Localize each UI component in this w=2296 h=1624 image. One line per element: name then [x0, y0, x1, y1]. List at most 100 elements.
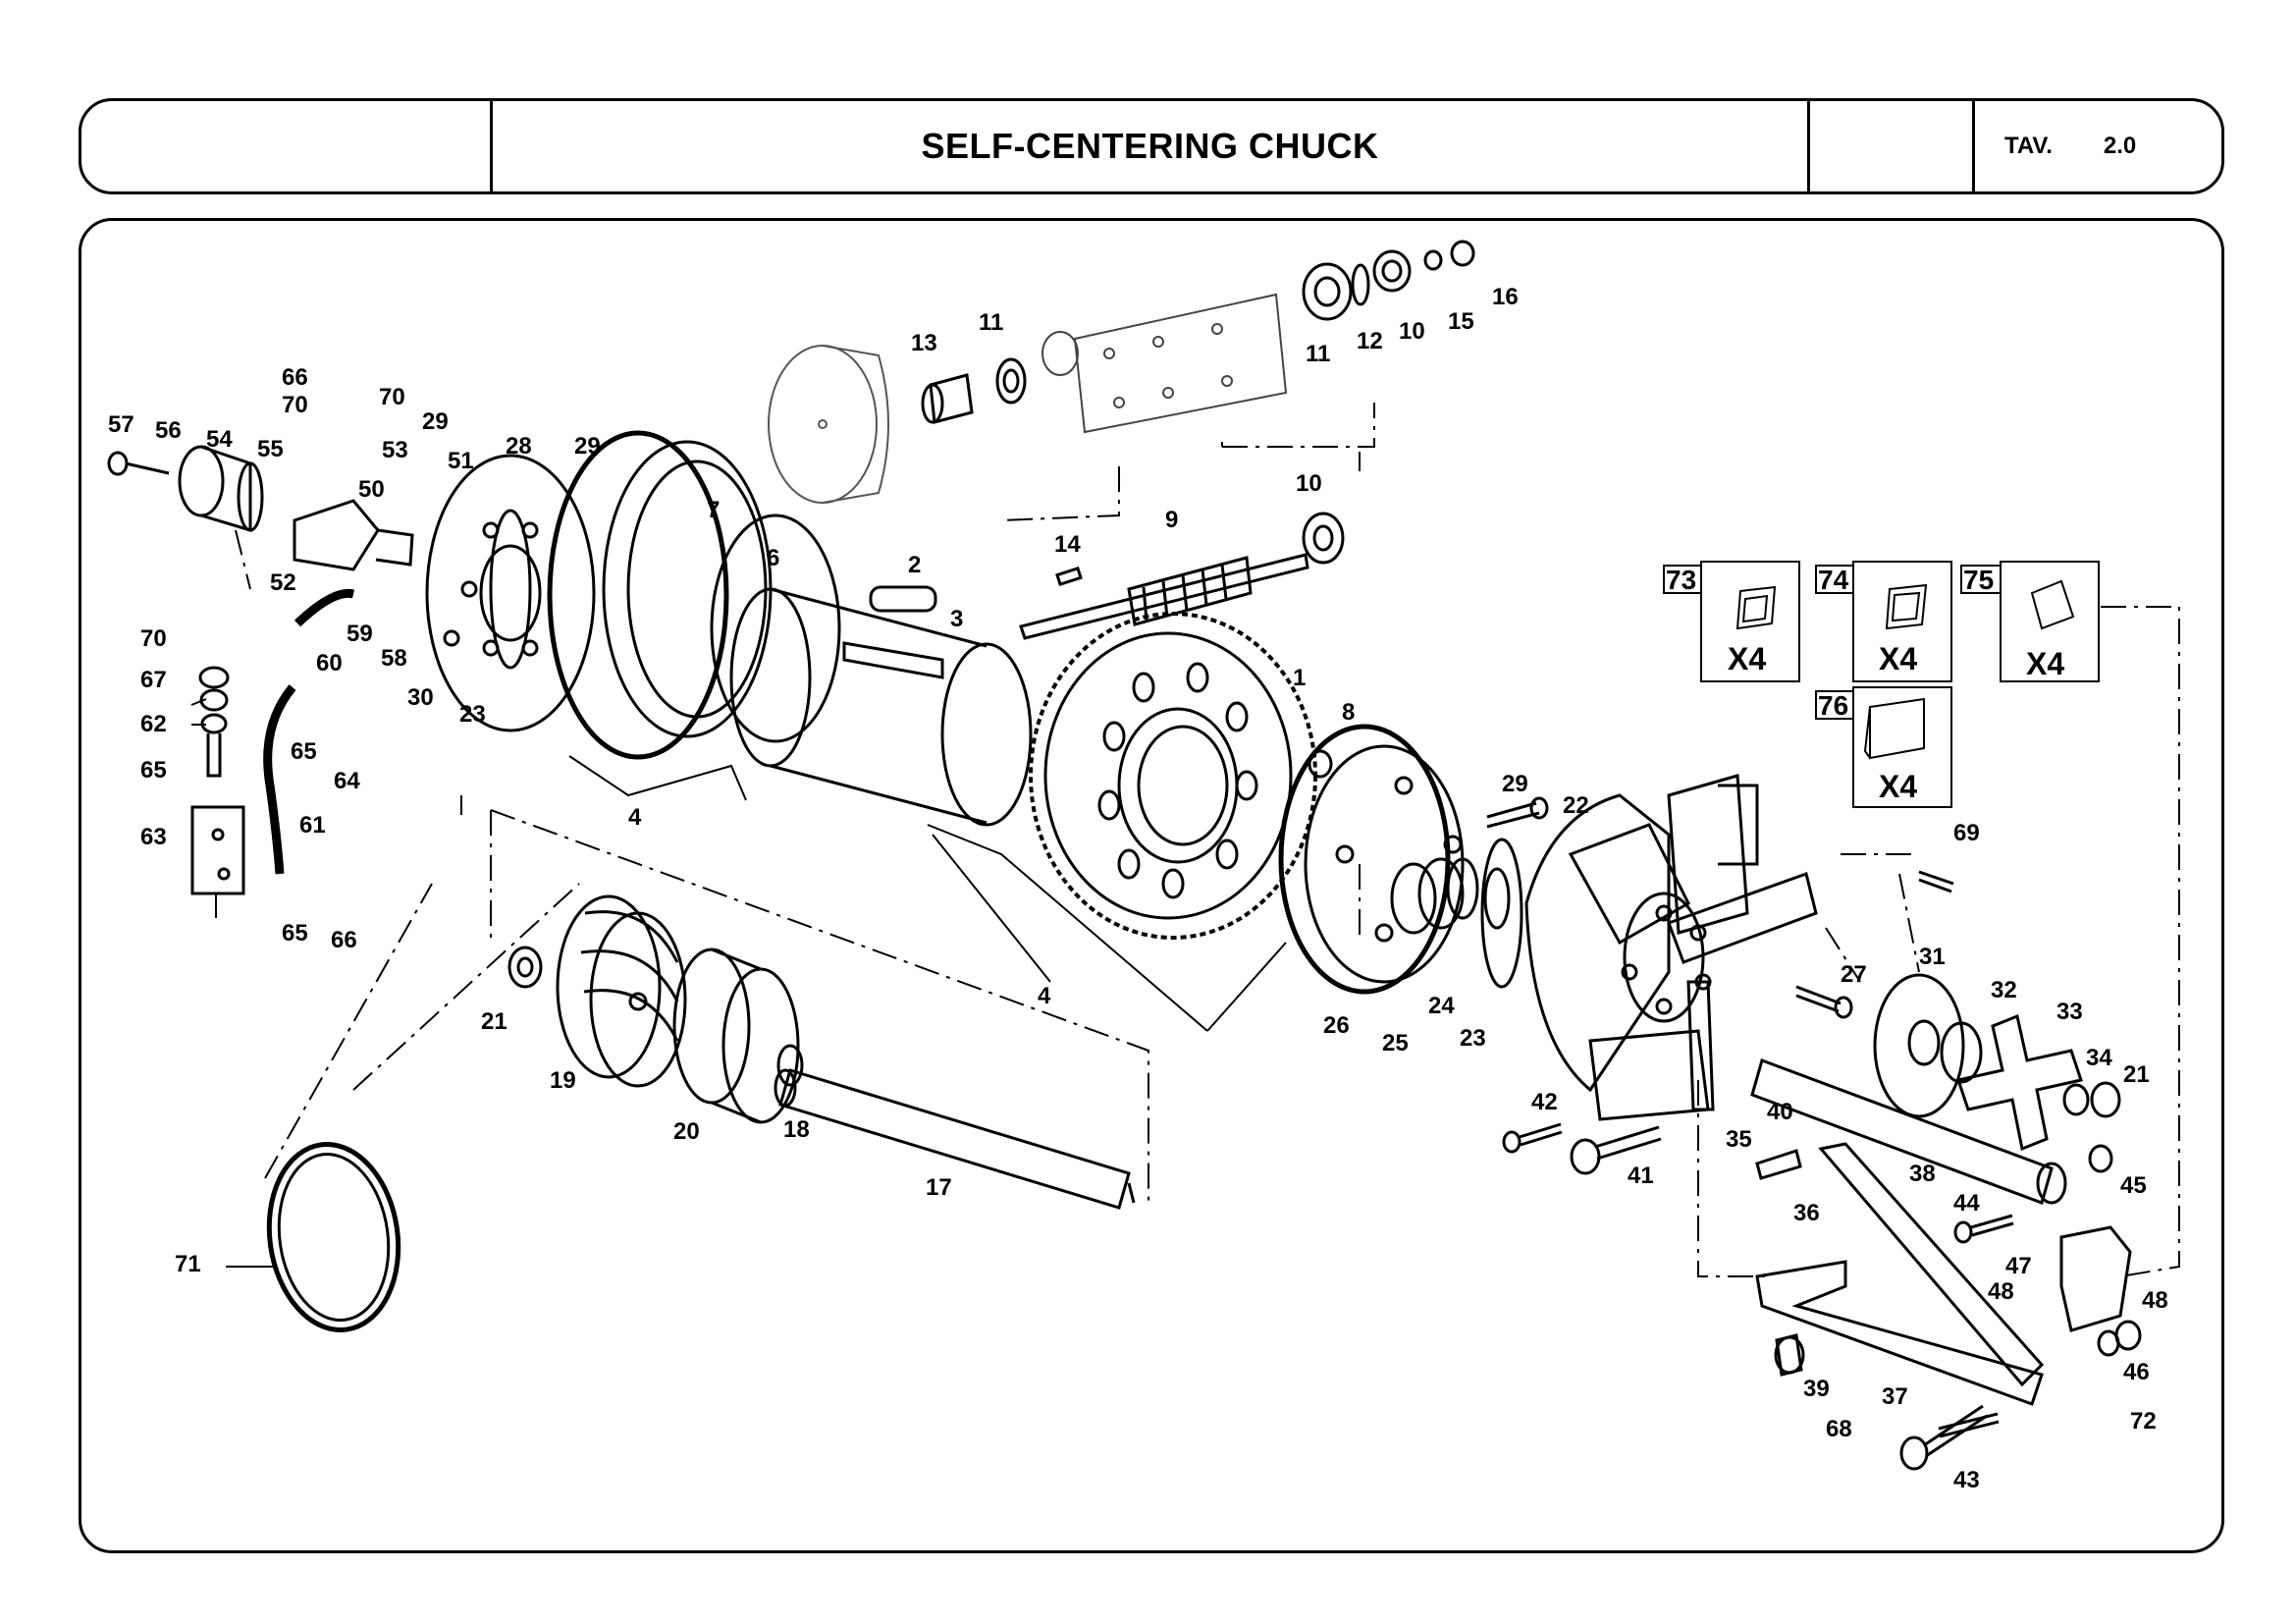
ring-6: [710, 514, 841, 743]
callout-4a: 4: [628, 804, 642, 831]
snap-ring-23-left: [489, 509, 532, 670]
motor-pulley: [768, 345, 889, 504]
spacer-13: [921, 373, 974, 424]
callout-66b: 66: [331, 927, 357, 953]
bearing-10-top: [1372, 249, 1412, 293]
callout-32: 32: [1991, 977, 2017, 1003]
callout-41: 41: [1628, 1163, 1654, 1189]
callout-70a: 70: [282, 392, 308, 418]
callout-4b: 4: [1038, 983, 1051, 1009]
callout-63: 63: [140, 824, 167, 850]
ring-12: [1351, 263, 1370, 306]
pulley-19: [556, 894, 687, 1088]
callout-55: 55: [257, 436, 284, 462]
block-63: [190, 805, 245, 895]
valve-50: [293, 499, 414, 571]
inset-75: [1960, 561, 2100, 682]
callout-66a: 66: [282, 364, 308, 391]
title-block: SELF-CENTERING CHUCK TAV. 2.0: [79, 98, 2224, 194]
arm-38: [1750, 1058, 2067, 1205]
bolt-42: [1502, 1122, 1563, 1154]
inset-74-number: 74: [1818, 565, 1849, 595]
callout-62: 62: [140, 711, 167, 737]
inset-76-quantity: X4: [1879, 769, 1917, 804]
callout-47: 47: [2005, 1253, 2032, 1279]
flange-30-plate: [425, 454, 596, 732]
motor-bracket: [1041, 293, 1288, 434]
pulley-20: [672, 947, 800, 1124]
nut-16: [1450, 240, 1475, 267]
callout-40: 40: [1767, 1099, 1793, 1125]
belt-71: [266, 1141, 401, 1333]
main-shaft-3: [729, 587, 1033, 827]
callout-57: 57: [108, 411, 134, 438]
nut-45: [2088, 1144, 2113, 1173]
callout-21b: 21: [2123, 1061, 2150, 1088]
callout-35: 35: [1726, 1126, 1752, 1153]
callout-14: 14: [1054, 531, 1081, 558]
callout-34: 34: [2086, 1045, 2112, 1071]
callout-24: 24: [1428, 993, 1455, 1019]
callout-17: 17: [926, 1174, 952, 1201]
callout-6: 6: [767, 545, 779, 571]
reference-lines: [215, 403, 2180, 1277]
callout-30: 30: [407, 684, 434, 711]
inset-73-number: 73: [1666, 565, 1696, 595]
cross-33: [1956, 1013, 2083, 1152]
callout-67: 67: [140, 667, 167, 693]
callout-11a: 11: [979, 309, 1003, 336]
ring-24: [1483, 867, 1511, 930]
callout-56: 56: [155, 417, 182, 444]
cover-28: [547, 430, 729, 760]
bolt-27: [1795, 985, 1853, 1019]
bearing-25: [1390, 857, 1479, 935]
disc-31: [1873, 973, 1965, 1118]
callout-11b: 11: [1306, 341, 1330, 367]
washer-34: [2062, 1083, 2090, 1116]
inset-76: [1815, 686, 1952, 808]
title-block-left-cell: [81, 101, 493, 191]
guard-22: [1524, 793, 1690, 1093]
inset-73: [1663, 561, 1800, 682]
callout-36: 36: [1793, 1200, 1820, 1226]
hose-60: [294, 588, 355, 627]
pin-68: [1938, 1412, 2000, 1438]
callout-38: 38: [1909, 1161, 1936, 1187]
callout-59: 59: [347, 621, 373, 647]
callout-10b: 10: [1399, 318, 1425, 345]
callout-68: 68: [1826, 1416, 1852, 1442]
callout-60: 60: [316, 650, 343, 677]
bolt-44: [1953, 1214, 2014, 1244]
table-label: TAV.: [2004, 133, 2053, 159]
fitting-35: [1755, 1149, 1802, 1180]
callout-2: 2: [908, 552, 921, 578]
inset-75-number: 75: [1963, 565, 1994, 595]
gasket-7: [602, 440, 773, 738]
callout-69: 69: [1953, 820, 1980, 846]
worm-shaft-9: [1019, 553, 1309, 640]
part-drawings: [107, 240, 2142, 1471]
table-number-cell: TAV. 2.0: [1975, 101, 2221, 191]
callout-65b: 65: [291, 738, 317, 765]
inset-75-quantity: X4: [2026, 646, 2064, 681]
bearing-11-left: [995, 357, 1027, 405]
inset-74: [1815, 561, 1952, 682]
callout-23b: 23: [1460, 1025, 1486, 1052]
callout-48a: 48: [1988, 1278, 2014, 1305]
callout-29a: 29: [574, 433, 601, 460]
callout-70c: 70: [140, 625, 167, 652]
callout-58: 58: [381, 645, 407, 672]
ring-18: [776, 1044, 804, 1087]
callout-3: 3: [950, 606, 963, 632]
callout-70b: 70: [379, 384, 405, 410]
callout-7: 7: [707, 497, 720, 523]
callout-46: 46: [2123, 1359, 2150, 1385]
table-number: 2.0: [2103, 133, 2137, 159]
drawing-frame: [79, 218, 2224, 1553]
callout-54: 54: [206, 426, 233, 453]
callout-16: 16: [1492, 284, 1519, 310]
callout-27: 27: [1841, 961, 1867, 988]
bolt-43: [1899, 1404, 1988, 1471]
washer-15: [1423, 249, 1443, 271]
